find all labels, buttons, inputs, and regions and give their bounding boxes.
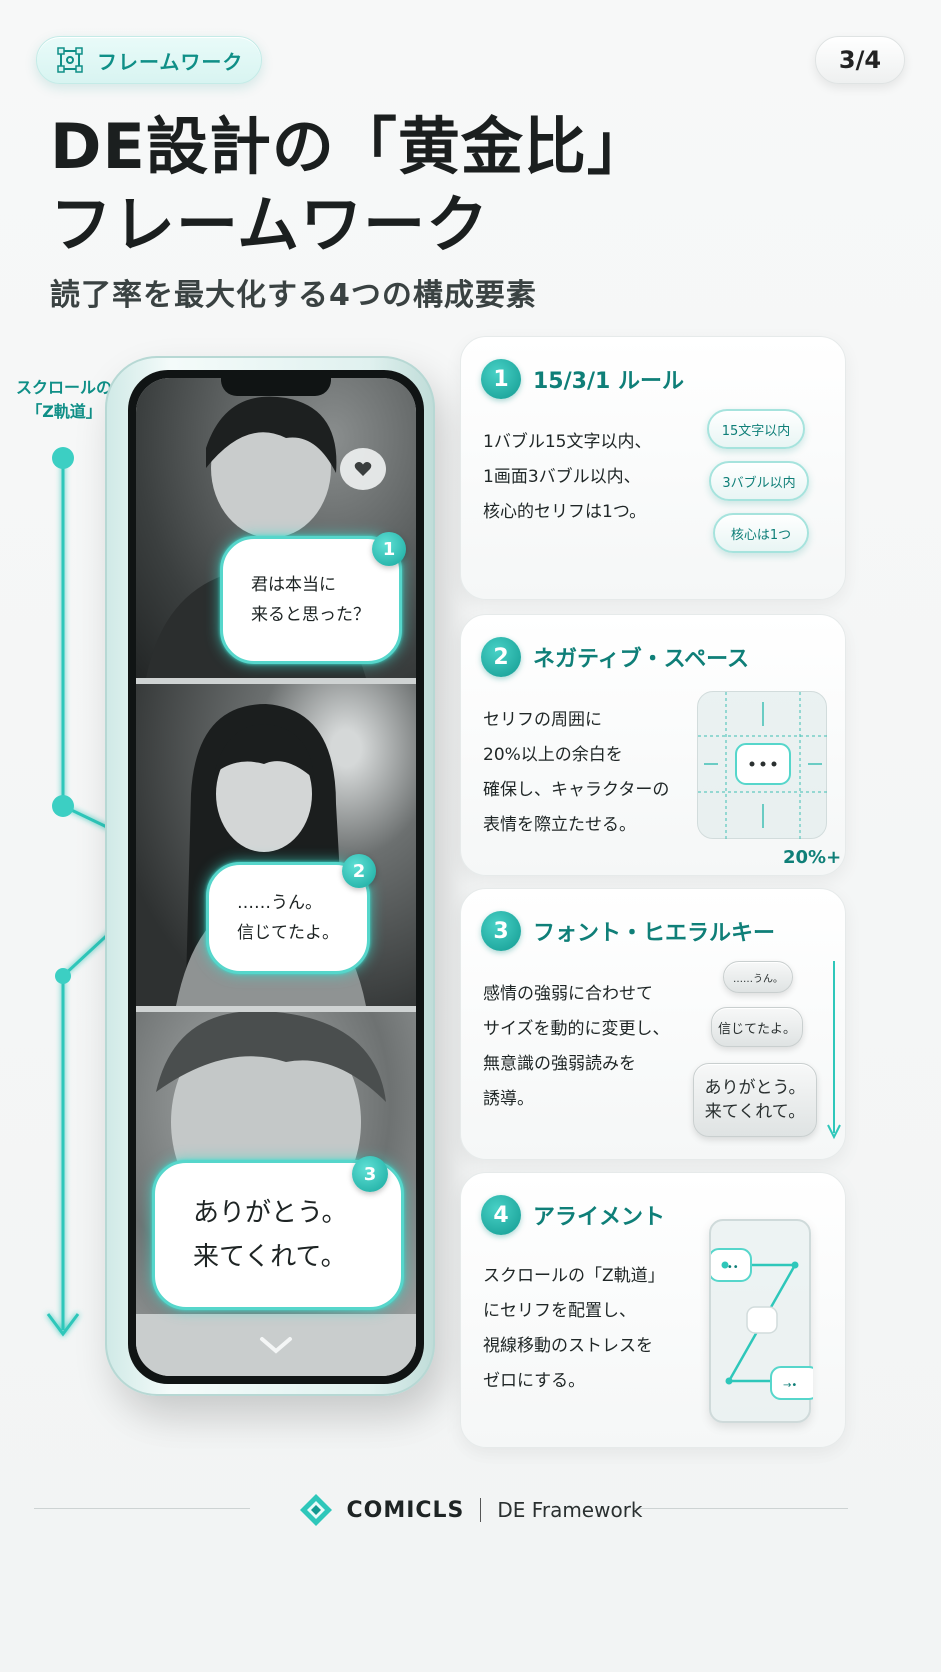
framework-label: DE Framework — [497, 1498, 643, 1522]
body-line: セリフの周囲に — [483, 710, 602, 730]
footer-divider-left — [34, 1508, 250, 1509]
footer-separator — [480, 1498, 482, 1522]
speech-bubble-2: ……うん。 信じてたよ。 — [206, 862, 370, 974]
body-line: 20%以上の余白を — [483, 745, 623, 765]
tag-core-line: 核心は1つ — [713, 513, 809, 553]
rule-card-1: 1 15/3/1 ルール 1バブル15文字以内、 1画面3バブル以内、 核心的セ… — [460, 336, 846, 600]
heart-bubble — [340, 448, 386, 490]
page-indicator: 3/4 — [815, 36, 905, 84]
bubble-3-line-2: 来てくれて。 — [193, 1242, 347, 1272]
body-line: スクロールの「Z軌道」 — [483, 1266, 665, 1286]
speech-bubble-1: 君は本当に 来ると思った？ — [220, 536, 402, 664]
footer-divider-right — [634, 1508, 848, 1509]
negative-space-badge: 20%+ — [783, 847, 842, 868]
negative-space-diagram — [697, 691, 828, 840]
font-sample-large-line-1: ありがとう。 — [704, 1078, 806, 1098]
bubble-number-1: 1 — [372, 532, 406, 566]
body-line: 1画面3バブル以内、 — [483, 467, 641, 487]
card-body: スクロールの「Z軌道」 にセリフを配置し、 視線移動のストレスを ゼロにする。 — [483, 1259, 665, 1399]
path-node — [55, 968, 71, 984]
body-line: 誘導。 — [483, 1089, 534, 1109]
frame-icon — [57, 47, 83, 73]
comicls-logo-icon — [300, 1494, 333, 1526]
z-alignment-icon: ••• →• — [708, 1248, 820, 1400]
scroll-label-line-1: スクロールの — [15, 378, 112, 397]
bubble-2-line-2: 信じてたよ。 — [237, 923, 339, 943]
card-number: 2 — [481, 637, 521, 677]
body-line: 視線移動のストレスを — [483, 1336, 653, 1356]
heart-icon — [354, 462, 372, 476]
card-body: 1バブル15文字以内、 1画面3バブル以内、 核心的セリフは1つ。 — [483, 425, 651, 530]
body-line: 感情の強弱に合わせて — [483, 984, 653, 1004]
footer: COMICLS DE Framework — [0, 1490, 941, 1530]
body-line: 無意識の強弱読みを — [483, 1054, 636, 1074]
body-line: にセリフを配置し、 — [483, 1301, 636, 1321]
scroll-label-line-2: 「Z軌道」 — [26, 402, 102, 421]
card-title: アライメント — [533, 1205, 666, 1230]
brand-name: COMICLS — [346, 1497, 465, 1523]
bubble-number-3: 3 — [352, 1156, 388, 1192]
scroll-down-area[interactable] — [136, 1314, 416, 1376]
card-title: フォント・ヒエラルキー — [533, 921, 776, 946]
card-body: セリフの周囲に 20%以上の余白を 確保し、キャラクターの 表情を際立たせる。 — [483, 703, 669, 843]
bubble-number-2: 2 — [342, 854, 376, 888]
body-line: ゼロにする。 — [483, 1371, 586, 1391]
body-line: サイズを動的に変更し、 — [483, 1019, 670, 1039]
font-sample-large-line-2: 来てくれて。 — [704, 1102, 806, 1122]
rule-card-4: 4 アライメント スクロールの「Z軌道」 にセリフを配置し、 視線移動のストレス… — [460, 1172, 846, 1448]
font-sample-large: ありがとう。 来てくれて。 — [693, 1063, 817, 1137]
card-number: 1 — [481, 359, 521, 399]
body-line: 1バブル15文字以内、 — [483, 432, 652, 452]
font-sample-small: ……うん。 — [723, 961, 793, 993]
card-number: 4 — [481, 1195, 521, 1235]
title-line-2: フレームワーク — [50, 188, 490, 261]
card-title: ネガティブ・スペース — [533, 647, 750, 672]
category-pill: フレームワーク — [36, 36, 262, 84]
tag-bubble-limit: 3バブル以内 — [709, 461, 809, 501]
arrow-down-icon — [827, 961, 841, 1140]
path-node — [52, 795, 74, 817]
page-title: DE設計の「黄金比」 フレームワーク — [50, 108, 890, 264]
card-body: 感情の強弱に合わせて サイズを動的に変更し、 無意識の強弱読みを 誘導。 — [483, 977, 670, 1117]
bubble-2-line-1: ……うん。 — [237, 893, 322, 913]
card-title: 15/3/1 ルール — [533, 369, 684, 394]
rule-card-3: 3 フォント・ヒエラルキー 感情の強弱に合わせて サイズを動的に変更し、 無意識… — [460, 888, 846, 1160]
scroll-label: スクロールの 「Z軌道」 — [0, 376, 128, 424]
svg-text:•••: ••• — [721, 1262, 739, 1273]
bubble-1-line-1: 君は本当に — [251, 575, 336, 595]
alignment-phone-diagram: ••• →• — [708, 1219, 820, 1423]
title-line-1: DE設計の「黄金比」 — [50, 110, 650, 183]
path-node-top — [52, 447, 74, 469]
phone-notch — [221, 370, 331, 396]
body-line: 表情を際立たせる。 — [483, 815, 636, 835]
card-number: 3 — [481, 911, 521, 951]
spacing-guides-icon — [698, 692, 828, 840]
svg-text:→•: →• — [783, 1380, 797, 1391]
body-line: 核心的セリフは1つ。 — [483, 502, 647, 522]
font-sample-medium: 信じてたよ。 — [711, 1007, 803, 1047]
tag-char-limit: 15文字以内 — [707, 409, 805, 449]
chevron-down-icon[interactable] — [258, 1335, 294, 1355]
bubble-3-line-1: ありがとう。 — [193, 1198, 348, 1228]
page-subtitle: 読了率を最大化する4つの構成要素 — [50, 278, 537, 313]
rule-card-2: 2 ネガティブ・スペース セリフの周囲に 20%以上の余白を 確保し、キャラクタ… — [460, 614, 846, 876]
body-line: 確保し、キャラクターの — [483, 780, 670, 800]
bubble-1-line-2: 来ると思った？ — [251, 605, 370, 625]
category-label: フレームワーク — [97, 49, 244, 74]
